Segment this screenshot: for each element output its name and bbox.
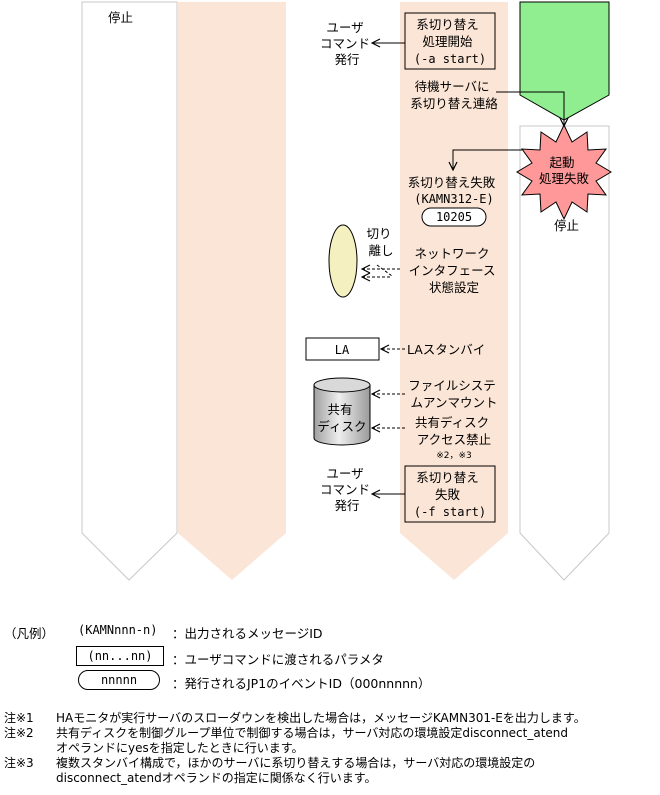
- legend-message-desc: ：出力されるメッセージID: [172, 626, 323, 641]
- legend-event-desc: ：発行されるJP1のイベントID（000nnnnn）: [172, 676, 431, 691]
- note-1-text: HAモニタが実行サーバのスローダウンを検出した場合は，メッセージKAMN301-…: [56, 711, 586, 725]
- disk-block-label: 共有ディスク アクセス禁止: [415, 415, 493, 447]
- legend-heading: （凡例）: [4, 626, 55, 641]
- note-1: 注※1 HAモニタが実行サーバのスローダウンを検出した場合は，メッセージKAMN…: [4, 711, 660, 726]
- la-box: [305, 337, 380, 361]
- legend-event-pill: nnnnn: [78, 670, 160, 690]
- user-command-2: ユーザ コマンド 発行: [320, 466, 374, 513]
- flow-diagram: 停止 停止 ユーザ コマンド 発行 系切り替え 処理開始 (-a start) …: [81, 1, 612, 581]
- la-standby-label: LAスタンバイ: [407, 342, 485, 357]
- disk-block-note: ※2，※3: [436, 451, 472, 461]
- switch-fail-message: 系切り替え失敗 (KAMN312-E): [408, 172, 501, 206]
- legend-message-sample: (KAMNnnn-n): [78, 623, 158, 637]
- lane5-state: 停止: [554, 218, 579, 233]
- detach-label: 切り 離し: [367, 226, 396, 258]
- notes: 注※1 HAモニタが実行サーバのスローダウンを検出した場合は，メッセージKAMN…: [4, 711, 660, 786]
- note-3: 注※3 複数スタンバイ構成で，ほかのサーバに系切り替えする場合は，サーバ対応の環…: [4, 756, 660, 786]
- lane-2: [178, 2, 286, 580]
- startup-fail-label: 起動 処理失敗: [539, 155, 590, 186]
- event-id-value: 10205: [436, 210, 472, 224]
- user-command-1: ユーザ コマンド 発行: [320, 20, 374, 67]
- arrow-notify: [496, 91, 564, 126]
- notify-standby: 待機サーバに 系切り替え連絡: [410, 79, 498, 111]
- shared-disk-top: [313, 377, 371, 393]
- note-3-label: 注※3: [4, 756, 34, 770]
- lane1-state: 停止: [108, 10, 133, 25]
- event-id-pill: [421, 207, 487, 227]
- arrow-nic-2: [376, 264, 393, 277]
- nic-state-label: ネットワーク インタフェース 状態設定: [409, 246, 500, 295]
- fs-unmount-label: ファイルシステ ムアンマウント: [408, 378, 500, 410]
- note-2-text: 共有ディスクを制御グループ単位で制御する場合は，サーバ対応の環境設定discon…: [56, 726, 569, 755]
- arrow-fail-return: [453, 149, 522, 170]
- note-2: 注※2 共有ディスクを制御グループ単位で制御する場合は，サーバ対応の環境設定di…: [4, 726, 660, 756]
- switch-start-box: [404, 12, 496, 70]
- switch-start-label: 系切り替え 処理開始 (-a start): [414, 14, 486, 66]
- note-3-text: 複数スタンバイ構成で，ほかのサーバに系切り替えする場合は，サーバ対応の環境設定の…: [56, 756, 536, 785]
- lane-3: [400, 2, 508, 580]
- note-2-label: 注※2: [4, 726, 34, 740]
- lane-4-stopped: [519, 125, 610, 581]
- switch-fail-box: [404, 465, 496, 523]
- legend-param-box: (nn...nn): [76, 646, 164, 666]
- shared-disk-label: 共有 ディスク: [317, 402, 366, 434]
- lane-1: [81, 1, 178, 581]
- nic-ellipse: [328, 224, 358, 298]
- legend-param-desc: ：ユーザコマンドに渡されるパラメタ: [172, 652, 384, 667]
- shared-disk-cylinder: [313, 385, 371, 446]
- note-1-label: 注※1: [4, 711, 34, 725]
- startup-fail-burst: [516, 123, 612, 221]
- switch-fail-box-label: 系切り替え 失敗 (-f start): [414, 467, 486, 519]
- lane-4-active: [519, 1, 610, 121]
- la-box-label: LA: [335, 343, 350, 357]
